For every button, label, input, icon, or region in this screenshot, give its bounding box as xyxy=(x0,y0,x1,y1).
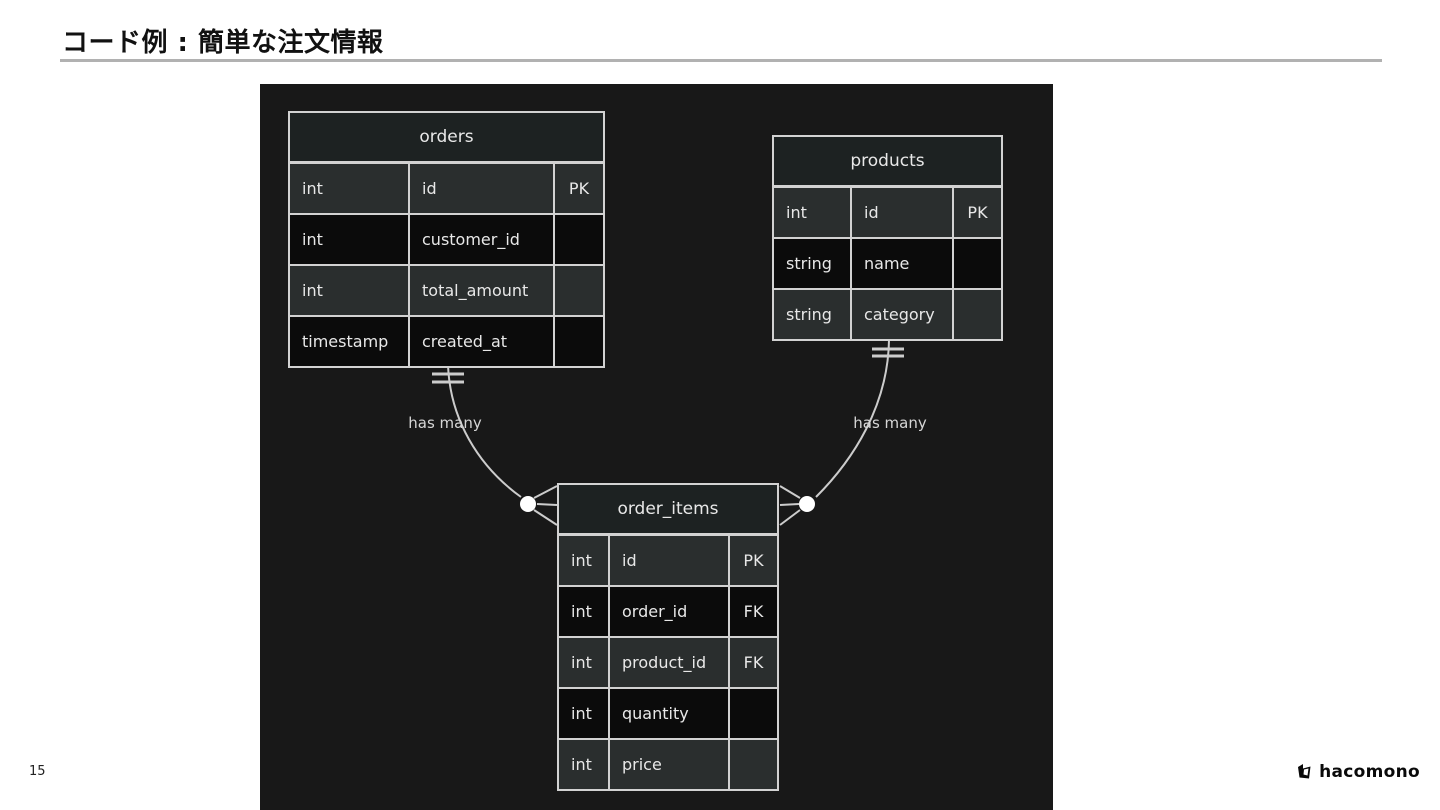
cell-type: int xyxy=(290,266,408,315)
many-cardinality-icon xyxy=(520,485,558,526)
cell-key: FK xyxy=(730,587,777,636)
relationship-products-order-items xyxy=(779,339,904,526)
cell-type: int xyxy=(559,587,608,636)
cell-type: int xyxy=(559,536,608,585)
cell-key: FK xyxy=(730,638,777,687)
cell-type: int xyxy=(290,164,408,213)
page-number: 15 xyxy=(29,764,46,779)
footer-logo: hacomono xyxy=(1296,762,1420,782)
cell-name: id xyxy=(852,188,952,237)
table-title: orders xyxy=(290,113,603,161)
cell-type: int xyxy=(559,689,608,738)
cell-key: PK xyxy=(730,536,777,585)
cell-type: int xyxy=(559,638,608,687)
cell-key: PK xyxy=(555,164,603,213)
hacomono-logo-icon xyxy=(1298,764,1311,779)
cell-name: product_id xyxy=(610,638,728,687)
title-divider xyxy=(60,59,1382,62)
cell-name: id xyxy=(610,536,728,585)
cell-key xyxy=(954,239,1001,288)
cell-name: customer_id xyxy=(410,215,553,264)
table-title: order_items xyxy=(559,485,777,533)
cell-name: name xyxy=(852,239,952,288)
relationship-lines-layer xyxy=(432,339,904,526)
cell-type: int xyxy=(290,215,408,264)
one-cardinality-icon xyxy=(872,347,904,358)
many-cardinality-icon xyxy=(779,485,815,526)
cell-key xyxy=(555,317,603,366)
relationship-label: has many xyxy=(853,414,927,432)
cell-type: int xyxy=(559,740,608,789)
zero-circle-icon xyxy=(520,496,536,512)
cell-key xyxy=(954,290,1001,339)
relationship-label: has many xyxy=(408,414,482,432)
cell-name: price xyxy=(610,740,728,789)
cell-type: timestamp xyxy=(290,317,408,366)
cell-name: category xyxy=(852,290,952,339)
cell-name: order_id xyxy=(610,587,728,636)
cell-name: id xyxy=(410,164,553,213)
cell-type: int xyxy=(774,188,850,237)
table-title: products xyxy=(774,137,1001,185)
page-title: コード例 : 簡単な注文情報 xyxy=(62,28,384,58)
cell-name: total_amount xyxy=(410,266,553,315)
cell-key xyxy=(730,689,777,738)
cell-key xyxy=(730,740,777,789)
cell-name: created_at xyxy=(410,317,553,366)
cell-key: PK xyxy=(954,188,1001,237)
relationship-line xyxy=(815,339,890,498)
cell-name: quantity xyxy=(610,689,728,738)
cell-type: string xyxy=(774,290,850,339)
cell-type: string xyxy=(774,239,850,288)
cell-key xyxy=(555,266,603,315)
relationship-orders-order-items xyxy=(432,364,558,526)
one-cardinality-icon xyxy=(432,372,464,384)
zero-circle-icon xyxy=(799,496,815,512)
cell-key xyxy=(555,215,603,264)
footer-logo-text: hacomono xyxy=(1319,762,1420,782)
